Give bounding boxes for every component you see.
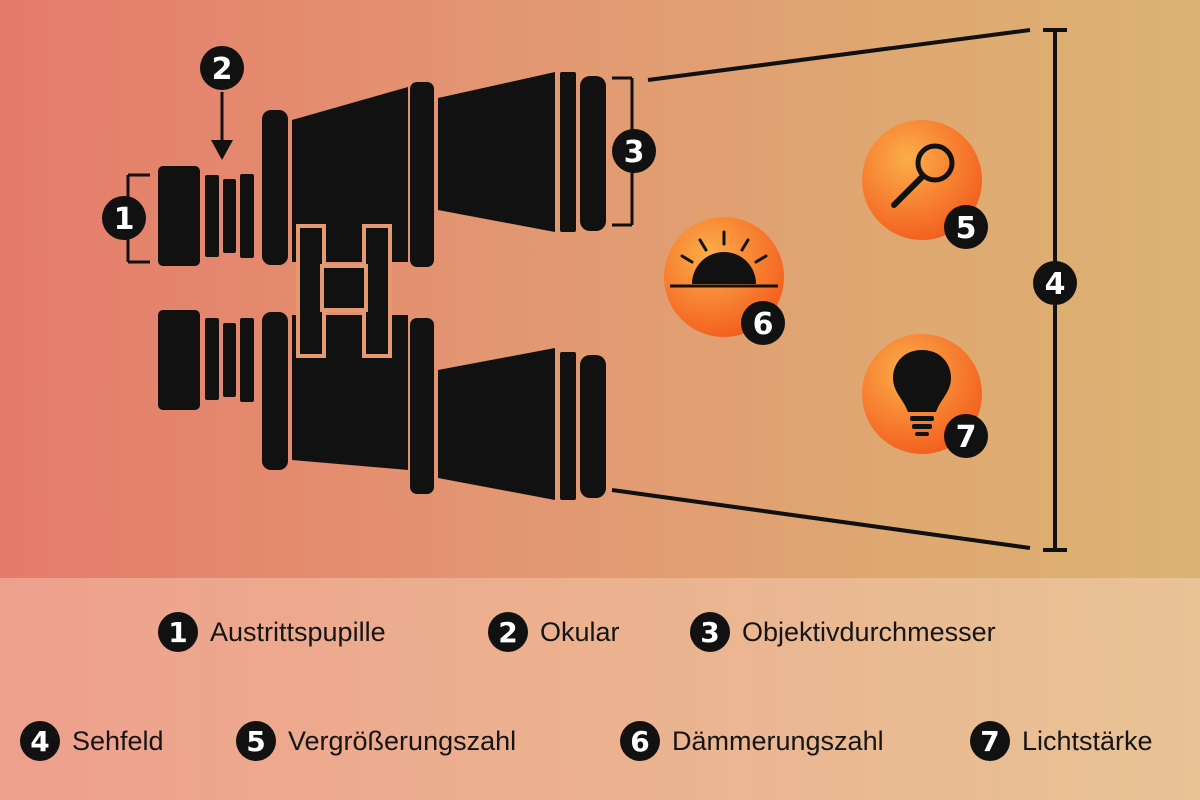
legend-label: Sehfeld [72, 725, 164, 756]
legend-label: Dämmerungszahl [672, 725, 884, 756]
marker-4: 4 [1033, 261, 1077, 305]
legend-item-magnification: 5 Vergrößerungszahl [236, 719, 516, 763]
legend-label: Vergrößerungszahl [288, 725, 517, 756]
marker-7: 7 [944, 414, 988, 458]
binoculars-diagram: 1 2 3 4 5 6 7 [102, 28, 1077, 552]
marker-2: 2 [200, 46, 244, 90]
svg-text:2: 2 [212, 52, 233, 87]
field-of-view-lines [611, 28, 1031, 550]
legend-background [0, 578, 1200, 800]
eyepiece-arrow [211, 92, 233, 160]
svg-text:1: 1 [114, 202, 135, 237]
magnifier-icon [862, 120, 982, 240]
svg-text:4: 4 [1045, 267, 1066, 302]
legend-number: 4 [20, 721, 60, 761]
legend-label: Lichtstärke [1022, 725, 1153, 756]
marker-3: 3 [612, 129, 656, 173]
legend-label: Okular [540, 616, 620, 647]
legend-number: 7 [970, 721, 1010, 761]
legend-label: Objektivdurchmesser [742, 616, 996, 647]
legend-number: 3 [690, 612, 730, 652]
marker-5: 5 [944, 205, 988, 249]
legend-number: 6 [620, 721, 660, 761]
legend-number: 1 [158, 612, 198, 652]
marker-1: 1 [102, 196, 146, 240]
marker-6: 6 [741, 301, 785, 345]
legend-label: Austrittspupille [210, 616, 386, 647]
svg-text:5: 5 [956, 211, 977, 246]
svg-text:6: 6 [753, 307, 774, 342]
binoculars [158, 72, 606, 500]
legend-item-light-intensity: 7 Lichtstärke [970, 719, 1153, 763]
svg-text:3: 3 [624, 135, 645, 170]
legend-item-field-of-view: 4 Sehfeld [20, 719, 164, 763]
legend-item-eyepiece: 2 Okular [488, 610, 620, 654]
legend-item-twilight-factor: 6 Dämmerungszahl [620, 719, 884, 763]
legend-number: 5 [236, 721, 276, 761]
legend-number: 2 [488, 612, 528, 652]
legend-item-exit-pupil: 1 Austrittspupille [158, 610, 386, 654]
legend-item-objective-diameter: 3 Objektivdurchmesser [690, 610, 996, 654]
svg-text:7: 7 [956, 420, 977, 455]
